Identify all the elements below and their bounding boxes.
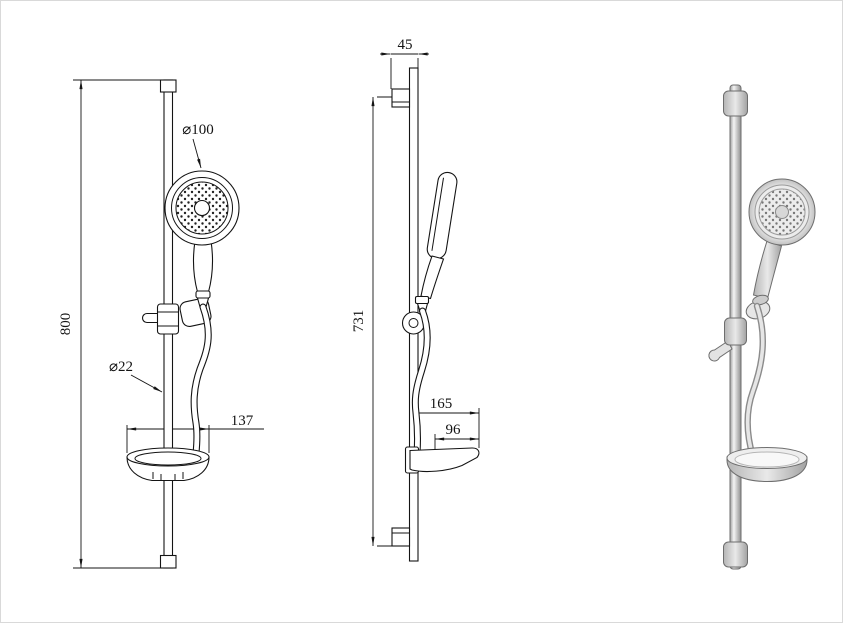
front-head-ring: [171, 177, 233, 239]
dim-head-diameter-leader: [192, 138, 202, 169]
front-slider-knob: [141, 312, 160, 324]
side-slider-knob-center: [408, 318, 419, 328]
side-dish-profile: [409, 447, 480, 473]
render-dish-inner: [734, 451, 800, 468]
render-soap-dish: [726, 447, 808, 483]
side-mount-details: [392, 101, 410, 534]
render-head-handle: [752, 240, 783, 300]
side-head-handle: [420, 255, 445, 300]
front-top-mount: [159, 79, 177, 93]
front-view: 800 137 ⌀22 ⌀100: [58, 79, 264, 569]
front-head-handle: [192, 240, 214, 293]
front-bottom-mount: [159, 554, 177, 569]
side-head-rotated: [426, 171, 458, 260]
side-view: 45 731 165 96: [351, 37, 480, 562]
side-top-mount: [391, 88, 411, 108]
dim-bar-diameter-label: ⌀22: [109, 359, 133, 375]
dim-bar-diameter-leader: [130, 374, 163, 393]
front-shower-head: [164, 170, 240, 308]
front-slider-body: [156, 303, 180, 335]
dim-731-label: 731: [351, 310, 367, 333]
render-slider-knob: [708, 340, 733, 362]
dim-800-extension-lines: [73, 79, 161, 569]
render-hose-core: [745, 304, 765, 471]
front-dish-slots: [152, 472, 184, 481]
front-hose: [190, 303, 212, 457]
dimension-dish-reach: 165: [410, 396, 480, 448]
dim-45-extension-lines: [390, 58, 419, 89]
dim-head-diameter-label: ⌀100: [182, 122, 214, 138]
front-soap-dish: [126, 447, 210, 482]
render-head-hub: [775, 205, 789, 219]
render-shower-head: [748, 178, 816, 306]
dimension-bar-diameter: ⌀22: [109, 359, 163, 393]
dim-800-label: 800: [58, 313, 74, 336]
render-hose-nut: [752, 294, 769, 306]
dimension-rail-length: 731: [351, 96, 407, 547]
front-hose-core: [191, 304, 211, 456]
side-hose-core: [412, 308, 430, 456]
front-dish-inner: [134, 451, 202, 466]
front-dish-rim: [126, 447, 210, 467]
side-hose-nut: [414, 295, 430, 305]
render-hose: [744, 302, 766, 473]
dim-137-label: 137: [231, 413, 254, 429]
render-bottom-mount: [723, 541, 748, 568]
dimension-depth: 45: [380, 37, 429, 89]
render-top-mount: [723, 90, 748, 117]
dim-165-label: 165: [430, 396, 453, 412]
side-soap-dish: [404, 446, 480, 474]
front-hose-nut: [195, 290, 211, 299]
front-head-hub: [193, 199, 211, 217]
front-slider-detail: [157, 311, 179, 327]
side-head-face-line: [431, 177, 444, 251]
render-view: [708, 84, 816, 570]
render-slider-body: [724, 317, 747, 346]
side-hose: [411, 307, 431, 457]
side-shower-head: [414, 171, 458, 312]
dim-96-label: 96: [446, 422, 462, 438]
side-bottom-mount: [391, 527, 411, 547]
dimension-head-diameter: ⌀100: [182, 122, 214, 169]
dim-45-label: 45: [398, 37, 413, 53]
dimension-dish-width: 137: [126, 413, 264, 453]
dim-137-extension-lines: [126, 425, 210, 453]
dimension-overall-height: 800: [58, 79, 161, 569]
